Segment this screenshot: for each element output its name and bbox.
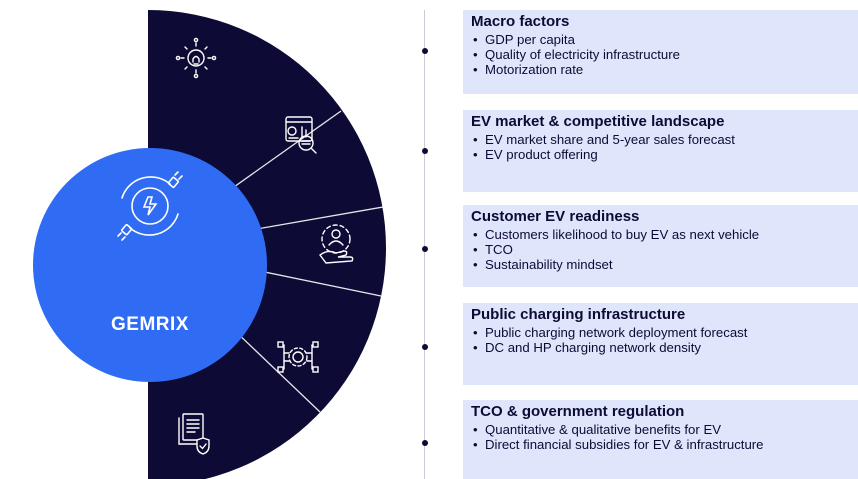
list-item: DC and HP charging network density <box>471 340 858 355</box>
category-title: EV market & competitive landscape <box>471 113 725 130</box>
timeline-dot <box>422 48 428 54</box>
list-item: GDP per capita <box>471 32 858 47</box>
category-card-ev-market: EV market & competitive landscape EV mar… <box>463 110 858 192</box>
list-item: Quantitative & qualitative benefits for … <box>471 422 858 437</box>
category-card-public-charging: Public charging infrastructure Public ch… <box>463 303 858 385</box>
list-item: Motorization rate <box>471 62 858 77</box>
charging-plug-icon <box>117 171 183 241</box>
list-item: TCO <box>471 242 858 257</box>
gemrix-wheel <box>33 10 386 479</box>
sun-lightbulb-icon <box>175 37 217 79</box>
timeline-dot <box>422 246 428 252</box>
list-item: EV product offering <box>471 147 858 162</box>
category-card-tco-regulation: TCO & government regulation Quantitative… <box>463 400 858 479</box>
timeline-dot <box>422 148 428 154</box>
gear-network-icon <box>277 341 319 373</box>
list-item: Quality of electricity infrastructure <box>471 47 858 62</box>
timeline-dot <box>422 440 428 446</box>
category-title: TCO & government regulation <box>471 403 685 420</box>
list-item: Customers likelihood to buy EV as next v… <box>471 227 858 242</box>
document-shield-icon <box>178 413 210 455</box>
list-item: Public charging network deployment forec… <box>471 325 858 340</box>
timeline-divider <box>424 10 425 479</box>
category-title: Customer EV readiness <box>471 208 640 225</box>
chart-magnifier-icon <box>285 116 317 154</box>
timeline-dot <box>422 344 428 350</box>
category-card-customer-readiness: Customer EV readiness Customers likeliho… <box>463 205 858 287</box>
list-item: Sustainability mindset <box>471 257 858 272</box>
category-title: Macro factors <box>471 13 570 30</box>
center-title: GEMRIX <box>111 314 189 335</box>
category-card-macro: Macro factors GDP per capita Quality of … <box>463 10 858 94</box>
list-item: Direct financial subsidies for EV & infr… <box>471 437 858 452</box>
gemrix-circle <box>33 148 267 382</box>
person-hand-icon <box>319 224 354 264</box>
list-item: EV market share and 5-year sales forecas… <box>471 132 858 147</box>
category-title: Public charging infrastructure <box>471 306 686 323</box>
